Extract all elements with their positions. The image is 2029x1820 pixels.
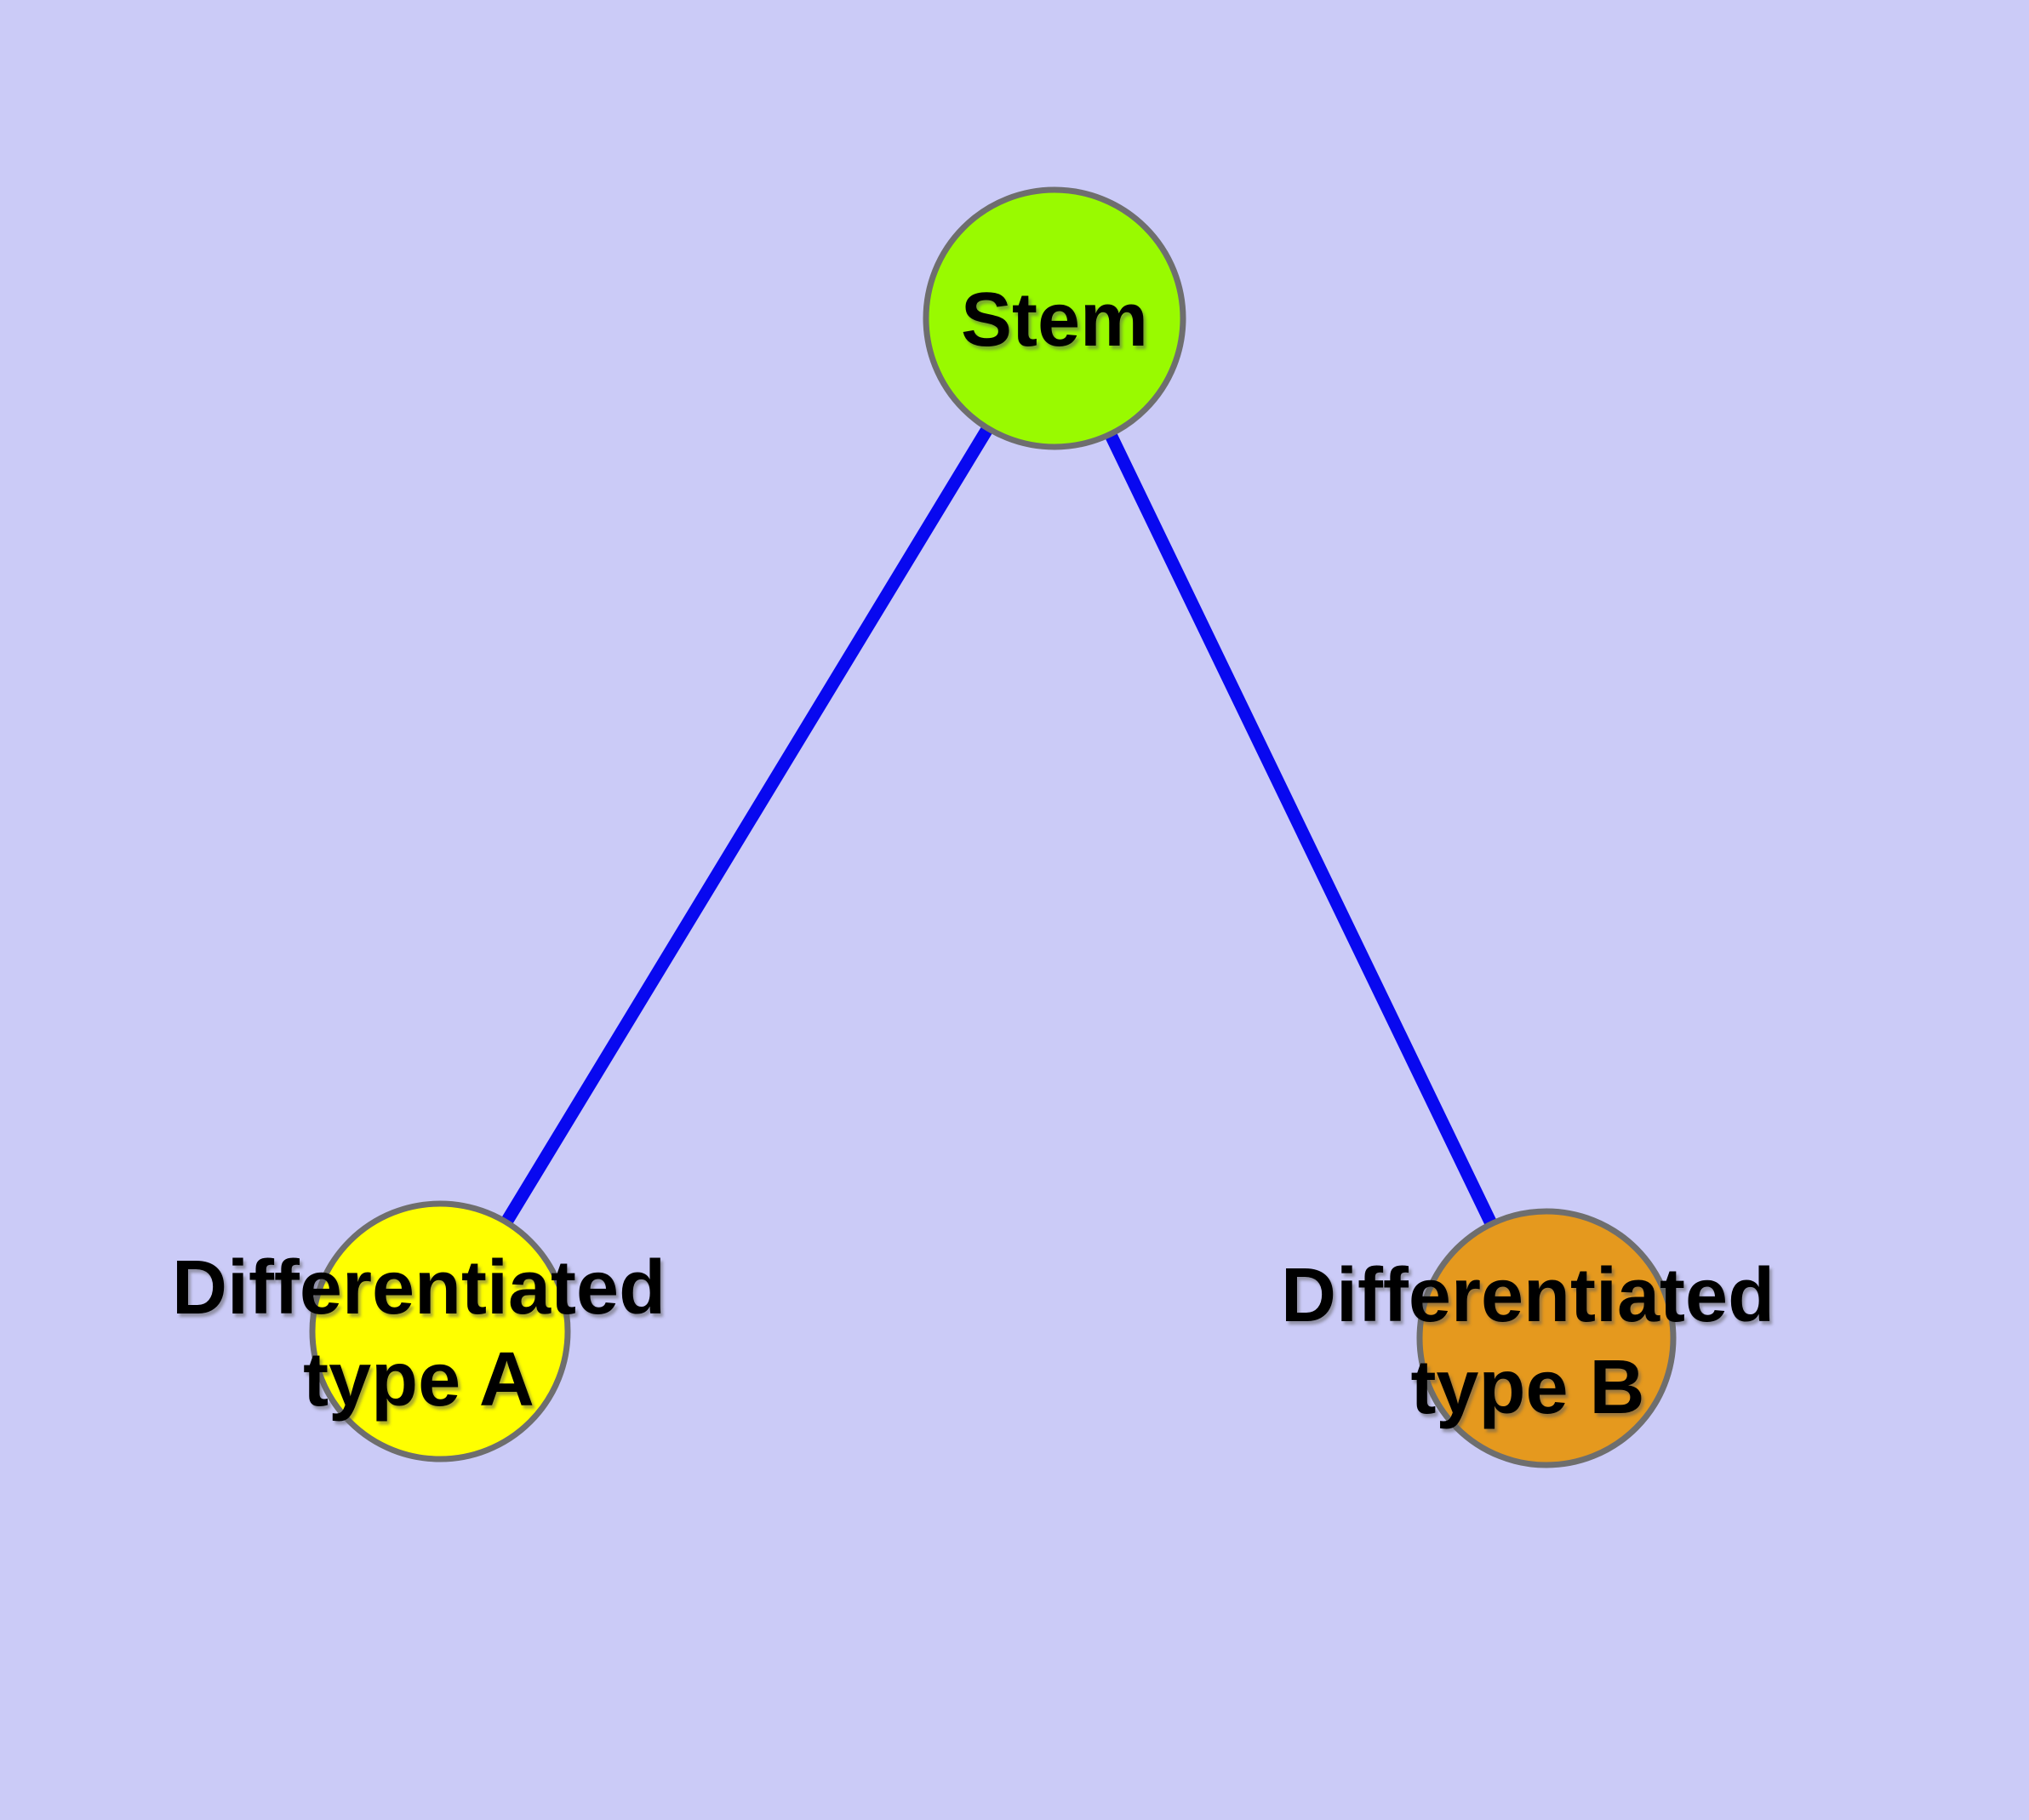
node-stem-label: Stem: [960, 278, 1149, 363]
node-type-b-label-line2: type B: [1410, 1345, 1645, 1430]
edge-stem-to-type-b-line: [1048, 312, 1553, 1345]
node-type-b-label-line1: Differentiated: [1280, 1253, 1775, 1338]
edge-stem-to-type-a-line: [433, 312, 1061, 1338]
node-type-a-label: Differentiated type A: [172, 1242, 666, 1426]
node-stem-circle: [923, 186, 1186, 450]
node-type-b-circle: [1416, 1208, 1677, 1468]
node-type-a-label-line1: Differentiated: [171, 1245, 666, 1331]
node-type-a-label-line2: type A: [303, 1337, 534, 1422]
node-type-b-label: Differentiated type B: [1281, 1250, 1775, 1434]
node-type-a-circle: [309, 1200, 571, 1462]
